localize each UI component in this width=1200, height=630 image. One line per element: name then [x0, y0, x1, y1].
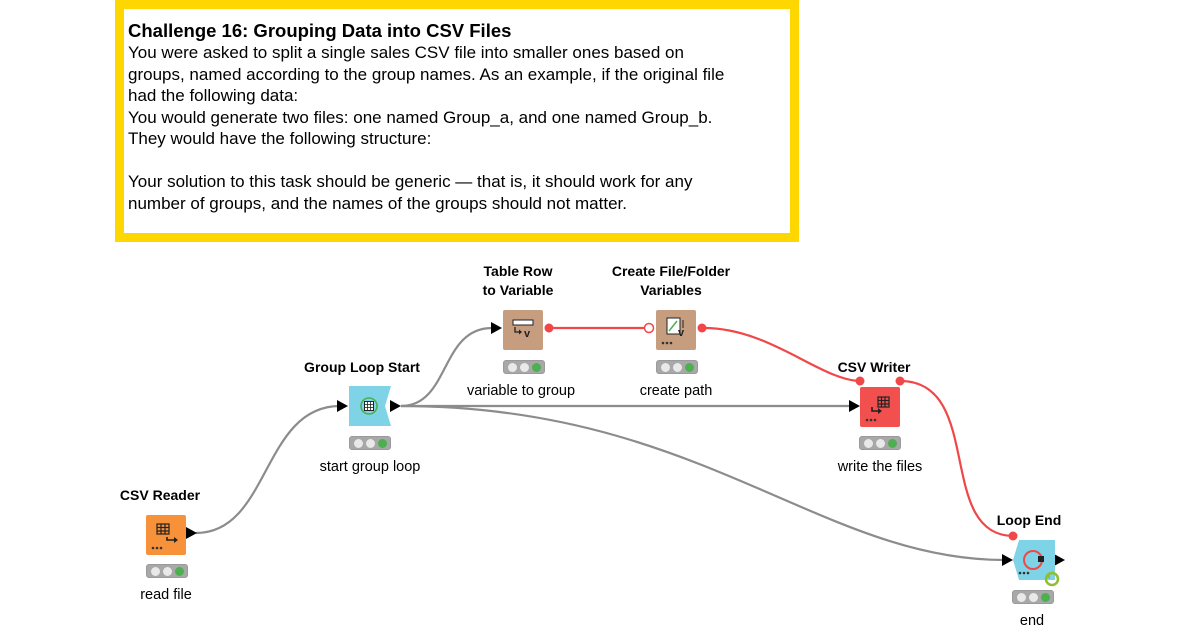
loop-end-icon — [1013, 540, 1060, 587]
node-title-loop-end: Loop End — [996, 512, 1062, 528]
connection-reader-to-loopstart[interactable] — [195, 404, 341, 535]
node-create-file-folder-variables[interactable]: v — [656, 310, 696, 350]
svg-text:v: v — [524, 328, 531, 340]
node-table-row-to-variable[interactable]: v — [503, 310, 543, 350]
node-label-csv-writer[interactable]: write the files — [837, 459, 923, 475]
file-variables-icon: v — [661, 317, 685, 345]
node-status-group-loop-start — [349, 436, 391, 450]
annotation-line: number of groups, and the names of the g… — [128, 193, 627, 213]
loopend-variable-in-port[interactable] — [1008, 531, 1018, 541]
node-title-csv-reader: CSV Reader — [119, 487, 201, 503]
node-label-group-loop-start[interactable]: start group loop — [319, 459, 421, 475]
node-title-csv-writer: CSV Writer — [837, 359, 911, 375]
loopend-input-port[interactable] — [1002, 554, 1013, 566]
node-label-loop-end[interactable]: end — [1019, 613, 1045, 629]
node-title-table-row-to-variable: Table Row to Variable — [482, 263, 554, 298]
connection-loopstart-to-rowtovar[interactable] — [400, 326, 493, 408]
connection-csvwriter-to-loopend[interactable] — [899, 379, 1015, 538]
loop-start-icon — [349, 386, 391, 426]
node-label-create-file-folder-variables[interactable]: create path — [639, 383, 713, 399]
node-csv-reader[interactable] — [146, 515, 186, 555]
annotation-line: Your solution to this task should be gen… — [128, 172, 693, 191]
node-group-loop-start[interactable] — [349, 386, 391, 426]
loopstart-output-port[interactable] — [390, 400, 401, 412]
node-loop-end[interactable] — [1013, 540, 1060, 587]
csvwriter-variable-out-port[interactable] — [895, 376, 905, 386]
node-title-create-file-folder-variables: Create File/Folder Variables — [611, 263, 731, 298]
node-csv-writer[interactable] — [860, 387, 900, 427]
node-title-group-loop-start: Group Loop Start — [304, 359, 420, 375]
annotation-line: You were asked to split a single sales C… — [128, 43, 684, 62]
node-status-table-row-to-variable — [503, 360, 545, 374]
csvwriter-input-port[interactable] — [849, 400, 860, 412]
node-status-csv-reader — [146, 564, 188, 578]
annotation-title: Challenge 16: Grouping Data into CSV Fil… — [128, 20, 512, 41]
node-status-csv-writer — [859, 436, 901, 450]
node-status-create-file-folder-variables — [656, 360, 698, 374]
svg-text:v: v — [678, 327, 685, 339]
row-to-variable-icon: v — [512, 319, 534, 340]
loopstart-input-port[interactable] — [337, 400, 348, 412]
connection-createpath-to-csvwriter[interactable] — [703, 326, 861, 383]
loopend-output-port[interactable] — [1054, 554, 1065, 566]
annotation-line: They would have the following structure: — [128, 129, 432, 148]
createpath-variable-out-port[interactable] — [697, 323, 707, 333]
table-read-icon — [151, 523, 178, 550]
annotation-line: groups, named according to the group nam… — [128, 64, 725, 84]
reader-output-port[interactable] — [186, 527, 197, 539]
annotation-line: had the following data: — [128, 86, 299, 105]
workflow-annotation[interactable]: Challenge 16: Grouping Data into CSV Fil… — [115, 0, 799, 242]
table-write-icon — [865, 396, 890, 422]
connection-loopstart-to-loopend[interactable] — [400, 404, 1005, 562]
annotation-line: You would generate two files: one named … — [128, 107, 713, 127]
createpath-variable-in-port[interactable] — [643, 322, 655, 334]
node-label-csv-reader[interactable]: read file — [140, 587, 192, 603]
node-status-loop-end — [1012, 590, 1054, 604]
rowtovar-input-port[interactable] — [491, 322, 502, 334]
node-label-table-row-to-variable[interactable]: variable to group — [466, 383, 576, 399]
csvwriter-variable-in-port[interactable] — [855, 376, 865, 386]
rowtovar-variable-out-port[interactable] — [544, 323, 554, 333]
